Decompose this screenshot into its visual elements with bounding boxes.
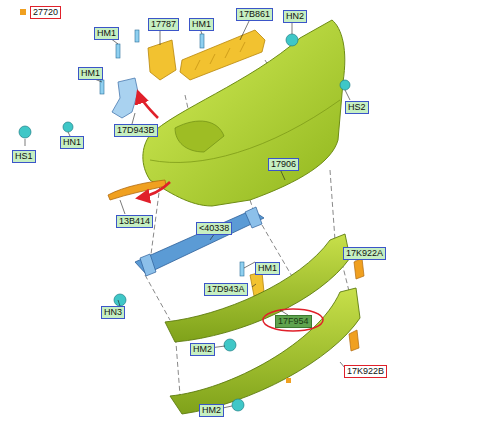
reflector	[108, 180, 166, 200]
bumper-cover	[143, 20, 345, 206]
callout-number: 17787	[148, 18, 179, 31]
leader-lines	[25, 19, 356, 409]
callout-number: HM1	[78, 67, 103, 80]
orange-marker	[20, 9, 26, 15]
callout-number: 17B861	[236, 8, 273, 21]
callout-number: <40338	[196, 222, 232, 235]
callout-number: HN1	[60, 136, 84, 149]
callout-number: 17F954	[275, 315, 312, 328]
callout-number: HM1	[255, 262, 280, 275]
callout-number: HM1	[94, 27, 119, 40]
callout-number: HS2	[345, 101, 369, 114]
bracket-17b861	[180, 30, 265, 80]
callout-number: HN2	[283, 10, 307, 23]
callout-number: 17K922A	[343, 247, 386, 260]
valance-lower	[170, 288, 360, 414]
bracket-17787	[148, 40, 176, 80]
callout-number: 17D943A	[204, 283, 248, 296]
highlight-ellipse	[263, 309, 323, 331]
callout-number: HS1	[12, 150, 36, 163]
callout-number: 13B414	[116, 215, 153, 228]
callout-number: HN3	[101, 306, 125, 319]
callout-number: 17906	[268, 158, 299, 171]
callout-number: 27720	[30, 6, 61, 19]
callout-number: 17K922B	[344, 365, 387, 378]
callout-number: HM2	[199, 404, 224, 417]
plate-recess	[175, 121, 224, 152]
bracket-17d943b	[112, 78, 138, 118]
callout-number: 17D943B	[114, 124, 158, 137]
fasteners	[19, 34, 350, 411]
callout-number: HM2	[190, 343, 215, 356]
callout-number: HM1	[189, 18, 214, 31]
reinforcement-beam	[135, 210, 264, 274]
